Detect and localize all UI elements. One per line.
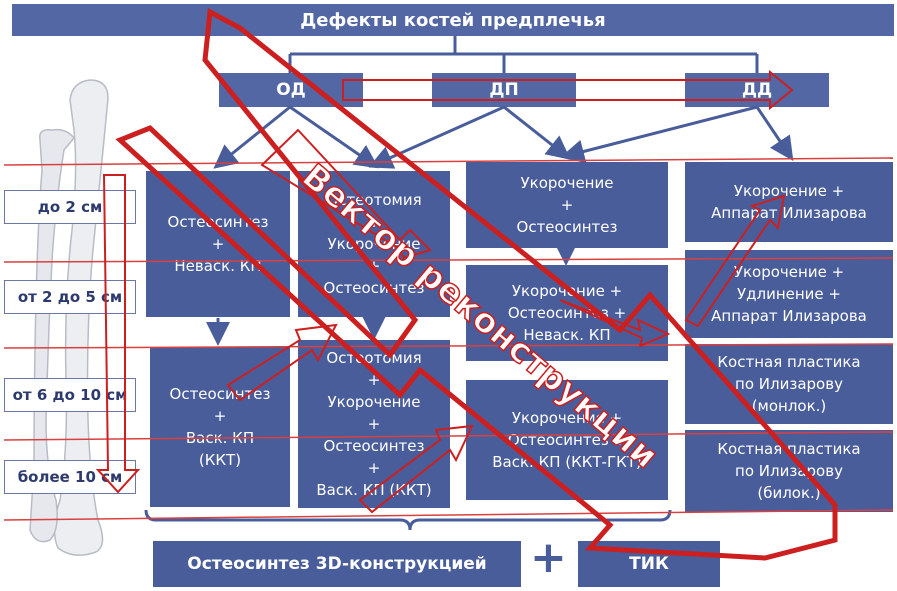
red-left-down-arrow [95,174,141,494]
size-label-2-to-5-text: от 2 до 5 см [17,288,123,306]
col1-bottom-line: Остеосинтез [169,385,271,403]
col4-row3-line: Костная пластика [717,353,861,371]
col4-row1-box: Укорочение + Аппарат Илизарова [685,162,893,242]
red-zigzag-arrow [115,8,838,561]
col3-middle-line: Неваск. КП [523,326,611,344]
red-top-arrow [342,69,794,111]
red-guide-lines [3,157,894,521]
diagram-title: Дефекты костей предплечья [12,4,894,36]
col2-bottom-line: Остеотомия [326,349,422,367]
col4-row4-line: по Илизарову [735,462,843,480]
category-dd: ДД [685,73,829,107]
col2-bottom-line: Укорочение [327,393,421,411]
col3-top-line: + [560,196,574,214]
category-dd-label: ДД [741,80,773,100]
category-dp: ДП [432,73,576,107]
col4-row4-box: Костная пластика по Илизарову (билок.) [685,430,893,512]
ulna-bone [29,128,75,543]
plus-sign-text: + [530,532,567,583]
blue-connectors [144,36,794,531]
col4-row4-line: Костная пластика [717,440,861,458]
col4-row2-line: Аппарат Илизарова [711,307,867,325]
col3-bottom-box: Укорочение + Остеосинтез + Васк. КП (ККТ… [466,380,668,500]
col2-top-line: Остеотомия [326,191,422,209]
col4-row1-line: Аппарат Илизарова [711,204,867,222]
col3-bottom-line: Укорочение + [511,409,623,427]
col2-bottom-line: + [367,415,381,433]
col1-top-line: + [211,235,225,253]
col4-row2-box: Укорочение + Удлинение + Аппарат Илизаро… [685,250,893,338]
size-label-up-to-2: до 2 см [4,190,136,224]
col1-bottom-line: + [213,407,227,425]
col4-row1-line: Укорочение + [733,182,845,200]
category-od-label: ОД [276,80,306,100]
col4-row2-line: Укорочение + [733,263,845,281]
category-dp-label: ДП [489,80,519,100]
col1-bottom-line: (ККТ) [198,451,242,469]
tik-text: ТИК [629,554,669,574]
col1-bottom-box: Остеосинтез + Васк. КП (ККТ) [150,347,290,507]
col4-row2-line: Удлинение + [736,285,841,303]
col4-row3-box: Костная пластика по Илизарову (монлок.) [685,344,893,424]
osteosynthesis-3d-box: Остеосинтез 3D-конструкцией [153,541,521,587]
size-label-6-to-10: от 6 до 10 см [4,378,136,412]
col2-bottom-line: Остеосинтез [323,437,425,455]
size-label-6-to-10-text: от 6 до 10 см [12,386,128,404]
col2-top-line: + [367,213,381,231]
category-od: ОД [219,73,363,107]
col4-row3-line: по Илизарову [735,375,843,393]
plus-icon: + [530,536,567,580]
col3-top-line: Остеосинтез [516,218,618,236]
size-label-up-to-2-text: до 2 см [37,198,103,216]
size-label-2-to-5: от 2 до 5 см [4,280,136,314]
red-thin-arrows [226,128,786,514]
diagram-title-text: Дефекты костей предплечья [300,9,606,31]
col4-row3-line: (монлок.) [751,397,827,415]
col2-top-line: Остеосинтез [323,279,425,297]
col2-bottom-line: + [367,459,381,477]
osteosynthesis-3d-text: Остеосинтез 3D-конструкцией [187,554,487,574]
size-label-over-10-text: более 10 см [17,468,123,486]
col4-row4-line: (билок.) [757,484,821,502]
col3-top-line: Укорочение [520,174,614,192]
